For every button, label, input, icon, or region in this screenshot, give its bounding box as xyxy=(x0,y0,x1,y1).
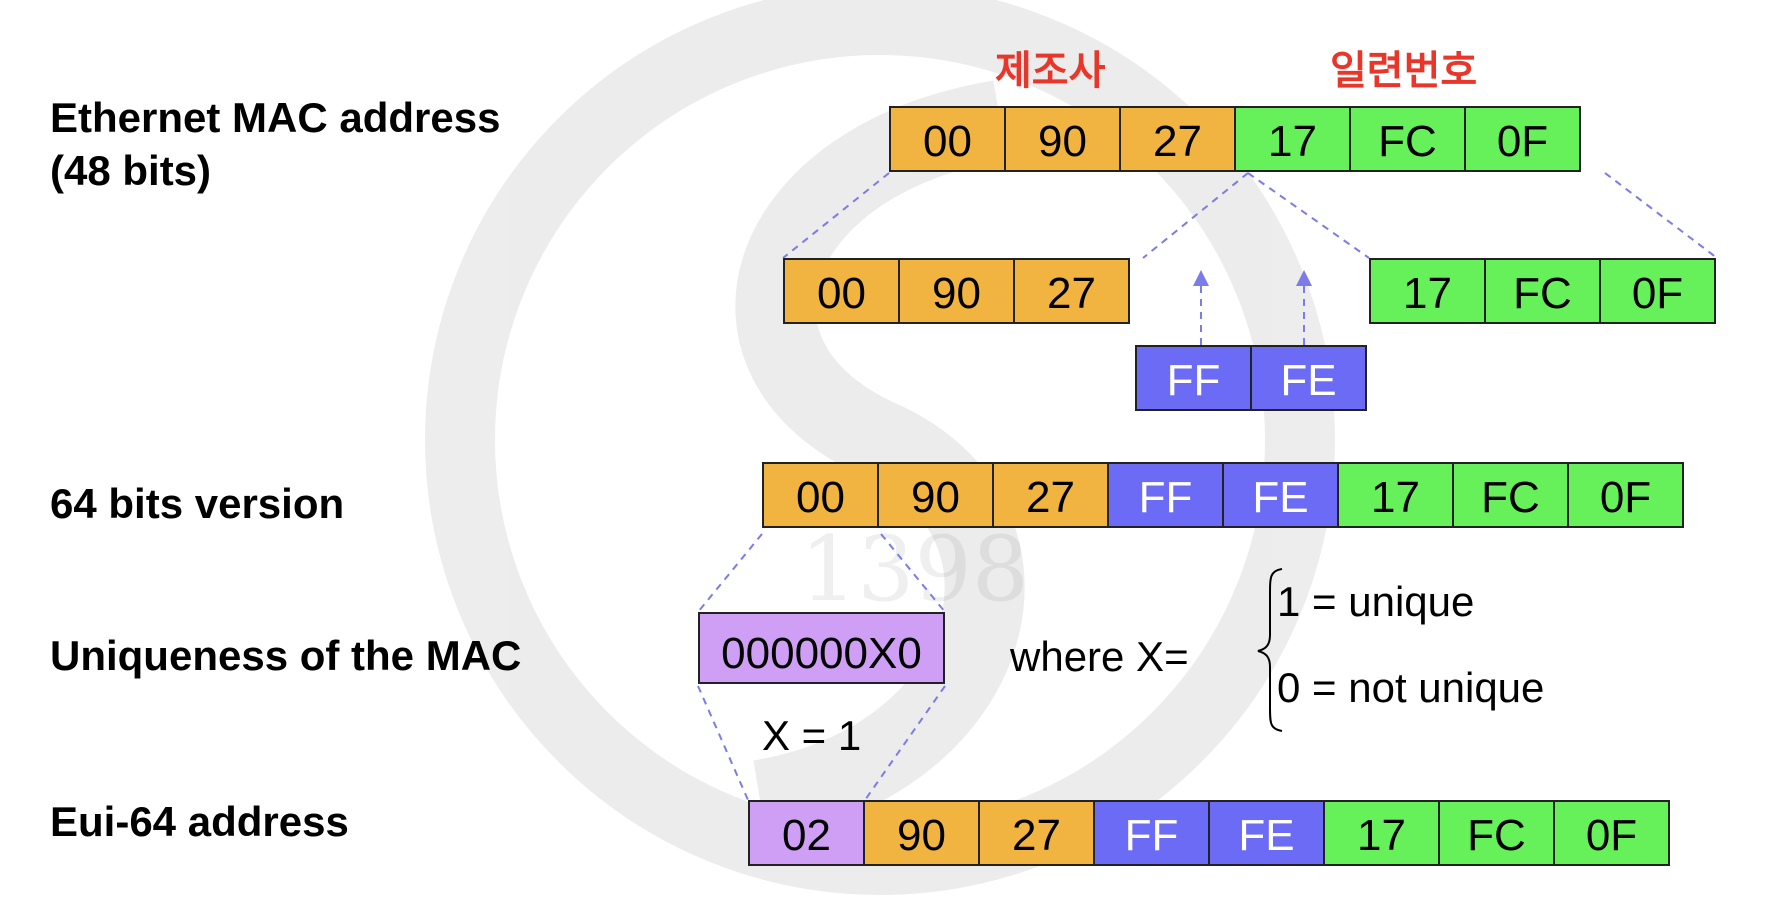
v64-byte: 0F xyxy=(1567,462,1684,528)
inserted-byte: FF xyxy=(1135,345,1252,411)
v64-byte: FC xyxy=(1452,462,1569,528)
ethernet-mac-label-line1: Ethernet MAC address xyxy=(50,94,501,141)
split-byte: 90 xyxy=(898,258,1015,324)
mac-byte: 17 xyxy=(1234,106,1351,172)
v64-byte: 00 xyxy=(762,462,879,528)
mac-byte: 00 xyxy=(889,106,1006,172)
inserted-bytes-row: FF FE xyxy=(1135,345,1367,411)
watermark-year: 1398 xyxy=(800,517,1029,622)
ethernet-mac-label: Ethernet MAC address (48 bits) xyxy=(50,92,500,197)
x-value-text: X = 1 xyxy=(762,712,862,759)
eui64-byte: FE xyxy=(1208,800,1325,866)
split-byte: FC xyxy=(1484,258,1601,324)
split-byte: 00 xyxy=(783,258,900,324)
eui64-byte: 17 xyxy=(1323,800,1440,866)
ethernet-mac-row: 00 90 27 17 FC 0F xyxy=(889,106,1581,172)
v64-byte: 90 xyxy=(877,462,994,528)
manufacturer-part-row: 00 90 27 xyxy=(783,258,1130,324)
split-byte: 17 xyxy=(1369,258,1486,324)
64-bit-version-label: 64 bits version xyxy=(50,480,345,527)
option-unique-text: 1 = unique xyxy=(1277,578,1475,625)
split-byte: 27 xyxy=(1013,258,1130,324)
split-byte: 0F xyxy=(1599,258,1716,324)
v64-byte: FF xyxy=(1107,462,1224,528)
where-x-text: where X= xyxy=(1010,633,1189,680)
inserted-byte: FE xyxy=(1250,345,1367,411)
mac-byte: 27 xyxy=(1119,106,1236,172)
eui64-byte: 90 xyxy=(863,800,980,866)
ethernet-mac-label-line2: (48 bits) xyxy=(50,146,212,194)
eui64-row: 02 90 27 FF FE 17 FC 0F xyxy=(748,800,1670,866)
eui64-byte: 02 xyxy=(748,800,865,866)
eui64-byte: FF xyxy=(1093,800,1210,866)
option-not-unique-text: 0 = not unique xyxy=(1277,664,1545,711)
64-bit-version-row: 00 90 27 FF FE 17 FC 0F xyxy=(762,462,1684,528)
mac-byte: 90 xyxy=(1004,106,1121,172)
eui64-byte: 0F xyxy=(1553,800,1670,866)
v64-byte: 17 xyxy=(1337,462,1454,528)
mac-byte: FC xyxy=(1349,106,1466,172)
uniqueness-byte: 000000X0 xyxy=(698,612,945,684)
v64-byte: FE xyxy=(1222,462,1339,528)
curly-brace xyxy=(1257,568,1283,732)
mac-byte: 0F xyxy=(1464,106,1581,172)
uniqueness-byte-row: 000000X0 xyxy=(698,612,945,684)
manufacturer-heading: 제조사 xyxy=(995,48,1106,94)
eui64-byte: FC xyxy=(1438,800,1555,866)
eui64-label: Eui-64 address xyxy=(50,798,349,845)
serial-part-row: 17 FC 0F xyxy=(1369,258,1716,324)
v64-byte: 27 xyxy=(992,462,1109,528)
uniqueness-label: Uniqueness of the MAC xyxy=(50,632,522,679)
serial-number-heading: 일련번호 xyxy=(1330,48,1478,94)
eui64-byte: 27 xyxy=(978,800,1095,866)
